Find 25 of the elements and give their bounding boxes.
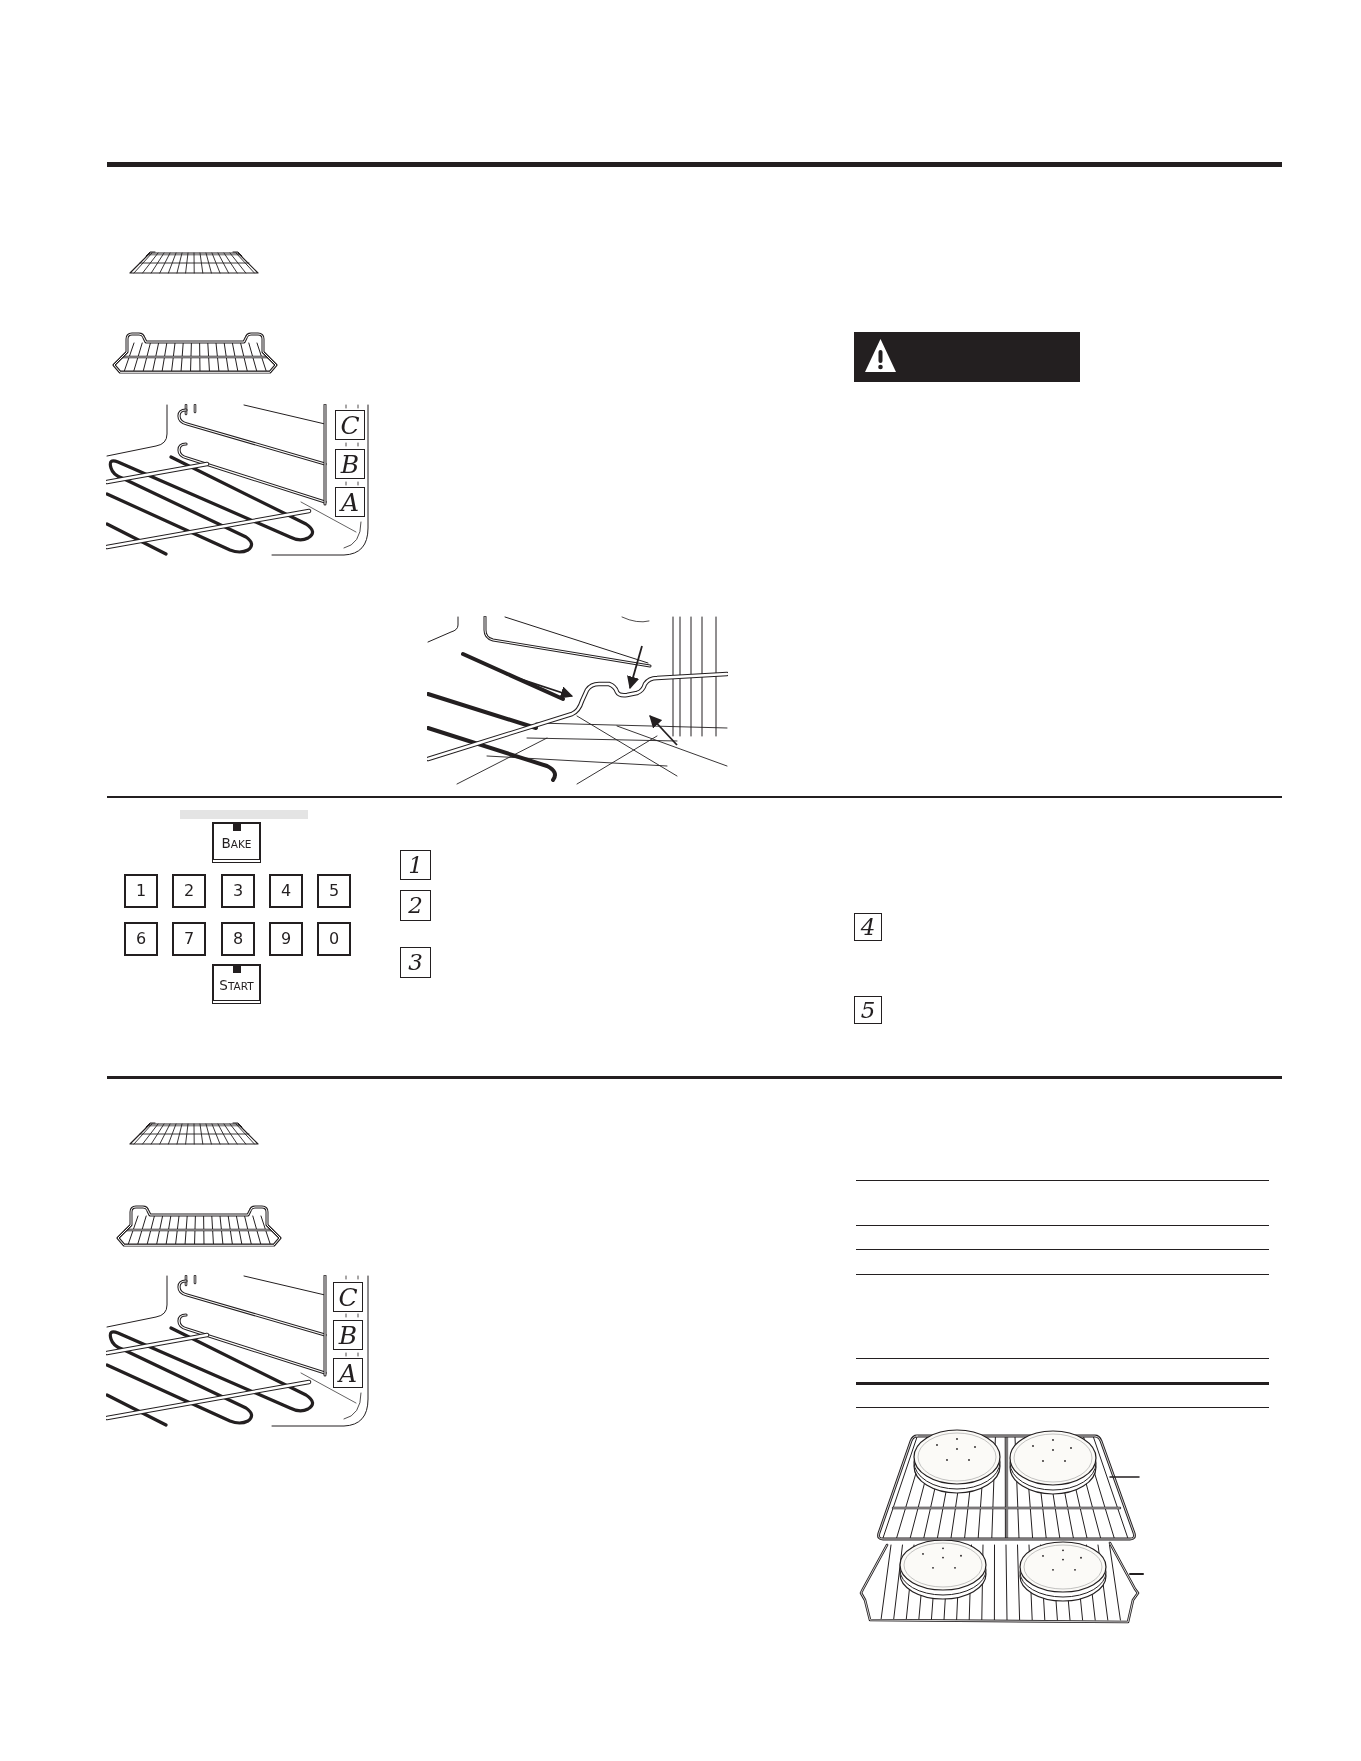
- keypad-key: 9: [269, 922, 303, 956]
- key-label: START: [219, 978, 254, 993]
- step-number: 4: [854, 913, 882, 941]
- keypad-key: 2: [172, 874, 206, 908]
- step-number: 3: [400, 947, 431, 978]
- keypad-key: [212, 964, 261, 1004]
- keypad-key: 5: [317, 874, 351, 908]
- keypad-key: 7: [172, 922, 206, 956]
- rack-position-marker: A: [335, 487, 365, 517]
- keypad-key: 4: [269, 874, 303, 908]
- keypad-key: 0: [317, 922, 351, 956]
- key-label: BAKE: [221, 837, 252, 851]
- rack-position-marker: C: [335, 410, 365, 440]
- step-number: 1: [400, 850, 431, 880]
- keypad-key: 3: [221, 874, 255, 908]
- rack-position-marker: B: [333, 1320, 363, 1350]
- keypad-key: [212, 822, 261, 863]
- keypad-key: 6: [124, 922, 158, 956]
- rack-position-marker: A: [333, 1358, 363, 1388]
- keypad-key: 8: [221, 922, 255, 956]
- rack-position-marker: C: [333, 1282, 363, 1312]
- step-number: 2: [400, 890, 431, 921]
- rack-position-marker: B: [335, 449, 365, 479]
- keypad-key: 1: [124, 874, 158, 908]
- step-number: 5: [854, 996, 882, 1024]
